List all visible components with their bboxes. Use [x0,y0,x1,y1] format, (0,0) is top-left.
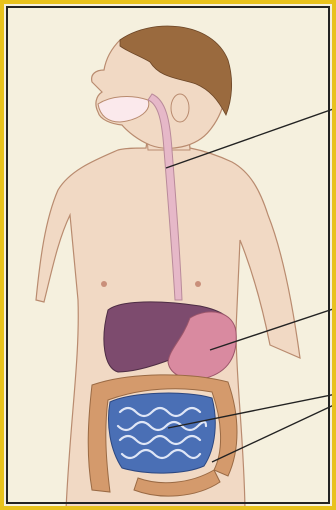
ear [171,94,189,122]
nipple-left [101,281,107,287]
nipple-right [195,281,201,287]
small-intestine [109,393,216,473]
